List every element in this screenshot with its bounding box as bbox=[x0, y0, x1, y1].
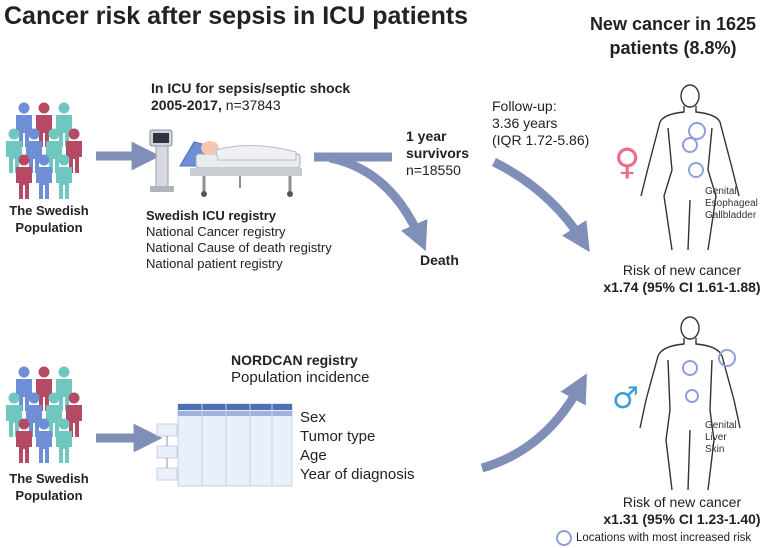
female-body-outline bbox=[640, 84, 740, 251]
survivors-n: n=18550 bbox=[406, 162, 461, 178]
followup-block: Follow-up: 3.36 years (IQR 1.72-5.86) bbox=[492, 98, 589, 149]
site-label: Liver bbox=[705, 432, 727, 443]
nordcan-fields: Sex Tumor type Age Year of diagnosis bbox=[300, 408, 415, 484]
nordcan-sub: Population incidence bbox=[231, 369, 370, 386]
icu-bed-illustration bbox=[149, 129, 302, 197]
male-risk-label: Risk of new cancer bbox=[622, 494, 742, 510]
site-label: Genital bbox=[705, 186, 737, 197]
registry-list: Swedish ICU registry National Cancer reg… bbox=[146, 208, 332, 272]
registry-swedish-icu: Swedish ICU registry bbox=[146, 208, 277, 223]
female-risk: Risk of new cancer x1.74 (95% CI 1.61-1.… bbox=[582, 262, 782, 296]
female-risk-label: Risk of new cancer bbox=[622, 262, 742, 278]
arrow-to-death bbox=[329, 153, 428, 252]
icu-heading-bold: In ICU for sepsis/septic shock 2005-2017… bbox=[151, 80, 351, 113]
site-label: Genital bbox=[705, 420, 737, 431]
followup-line: (IQR 1.72-5.86) bbox=[492, 132, 590, 148]
nordcan-field: Tumor type bbox=[300, 428, 376, 445]
page-title: Cancer risk after sepsis in ICU patients bbox=[4, 2, 469, 30]
survivors-block: 1 year survivors n=18550 bbox=[406, 128, 506, 179]
death-label: Death bbox=[420, 252, 459, 268]
icu-heading-n: n=37843 bbox=[221, 97, 281, 113]
icu-heading: In ICU for sepsis/septic shock 2005-2017… bbox=[151, 80, 371, 114]
population-crowd-bottom bbox=[6, 366, 82, 463]
male-symbol-icon: ♂ bbox=[612, 381, 639, 416]
male-risk: Risk of new cancer x1.31 (95% CI 1.23-1.… bbox=[582, 494, 782, 528]
site-label: Esophageal bbox=[705, 198, 758, 209]
population-crowd-top bbox=[6, 102, 82, 199]
nordcan-field: Year of diagnosis bbox=[300, 466, 415, 483]
registry-item: National Cancer registry bbox=[146, 224, 286, 239]
arrow-nordcan-to-outcome bbox=[480, 373, 587, 473]
nordcan-field: Sex bbox=[300, 409, 326, 426]
nordcan-field: Age bbox=[300, 447, 327, 464]
male-sites: Genital Liver Skin bbox=[705, 420, 737, 456]
female-organ-circles bbox=[682, 122, 706, 178]
legend-label: Locations with most increased risk bbox=[576, 532, 752, 544]
female-symbol-icon: ♀ bbox=[614, 142, 640, 183]
nordcan-heading: NORDCAN registry bbox=[231, 352, 358, 368]
organ-circle-icon bbox=[556, 530, 572, 546]
followup-line: 3.36 years bbox=[492, 115, 558, 131]
population-label-top: The Swedish Population bbox=[9, 203, 89, 235]
male-risk-value: x1.31 (95% CI 1.23-1.40) bbox=[603, 511, 761, 527]
survivors-label: 1 year survivors bbox=[406, 128, 470, 161]
site-label: Gallbladder bbox=[705, 210, 757, 221]
male-body-outline bbox=[639, 316, 741, 491]
registry-item: National patient registry bbox=[146, 256, 283, 271]
registry-item: National Cause of death registry bbox=[146, 240, 332, 255]
nordcan-block: NORDCAN registry Population incidence bbox=[231, 352, 369, 387]
female-sites: Genital Esophageal Gallbladder bbox=[705, 186, 758, 222]
male-organ-circles bbox=[682, 349, 736, 403]
arrow-survivors-to-outcome bbox=[491, 157, 590, 253]
female-risk-value: x1.74 (95% CI 1.61-1.88) bbox=[603, 279, 761, 295]
headline-new-cancer: New cancer in 1625 patients (8.8%) bbox=[589, 14, 757, 58]
followup-line: Follow-up: bbox=[492, 98, 557, 114]
site-label: Skin bbox=[705, 444, 725, 455]
legend: Locations with most increased risk bbox=[556, 530, 751, 546]
population-label-bottom: The Swedish Population bbox=[9, 471, 89, 503]
nordcan-table-illustration bbox=[156, 403, 293, 487]
